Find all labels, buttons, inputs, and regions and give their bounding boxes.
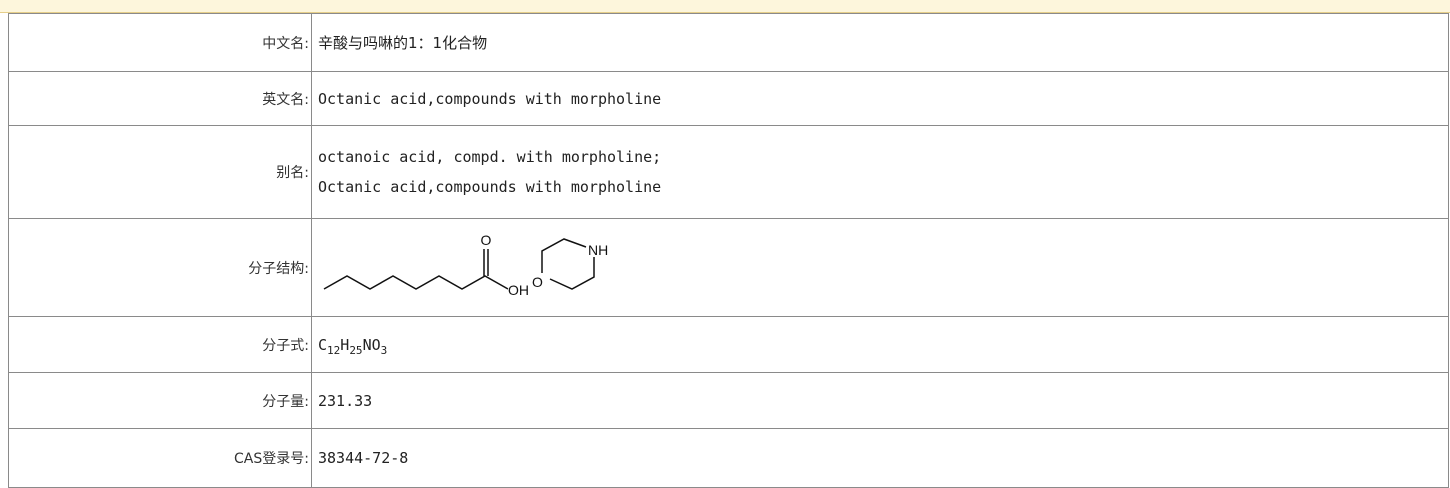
row-structure: 分子结构: O OH O NH <box>8 218 1449 317</box>
aliases-value: octanoic acid, compd. with morpholine; O… <box>311 125 1449 219</box>
formula-value: C12H25NO3 <box>311 316 1449 373</box>
aliases-label: 别名: <box>8 125 312 219</box>
compound-info-table: 中文名: 辛酸与吗啉的1：1化合物 英文名: Octanic acid,comp… <box>8 13 1449 488</box>
cas-label: CAS登录号: <box>8 428 312 488</box>
row-aliases: 别名: octanoic acid, compd. with morpholin… <box>8 125 1449 219</box>
row-weight: 分子量: 231.33 <box>8 372 1449 429</box>
chinese-name-value: 辛酸与吗啉的1：1化合物 <box>311 13 1449 72</box>
morpholine-ring <box>541 237 587 273</box>
row-english-name: 英文名: Octanic acid,compounds with morphol… <box>8 71 1449 126</box>
chinese-name-label: 中文名: <box>8 13 312 72</box>
atom-label: O <box>532 274 543 290</box>
alias-item: octanoic acid, compd. with morpholine; <box>318 148 662 166</box>
weight-value: 231.33 <box>311 372 1449 429</box>
cas-value: 38344-72-8 <box>311 428 1449 488</box>
atom-label: OH <box>508 282 529 298</box>
row-cas: CAS登录号: 38344-72-8 <box>8 428 1449 488</box>
top-header-strip <box>0 0 1450 13</box>
atom-label: NH <box>588 242 608 258</box>
weight-label: 分子量: <box>8 372 312 429</box>
morpholine-ring <box>549 256 595 290</box>
english-name-value: Octanic acid,compounds with morpholine <box>311 71 1449 126</box>
formula-label: 分子式: <box>8 316 312 373</box>
row-chinese-name: 中文名: 辛酸与吗啉的1：1化合物 <box>8 13 1449 72</box>
structure-value: O OH O NH <box>311 218 1449 317</box>
row-formula: 分子式: C12H25NO3 <box>8 316 1449 373</box>
alias-item: Octanic acid,compounds with morpholine <box>318 178 662 196</box>
molecular-structure-image: O OH O NH <box>323 233 608 298</box>
atom-label: O <box>481 233 492 248</box>
octanoic-acid-chain <box>323 274 509 290</box>
structure-label: 分子结构: <box>8 218 312 317</box>
english-name-label: 英文名: <box>8 71 312 126</box>
